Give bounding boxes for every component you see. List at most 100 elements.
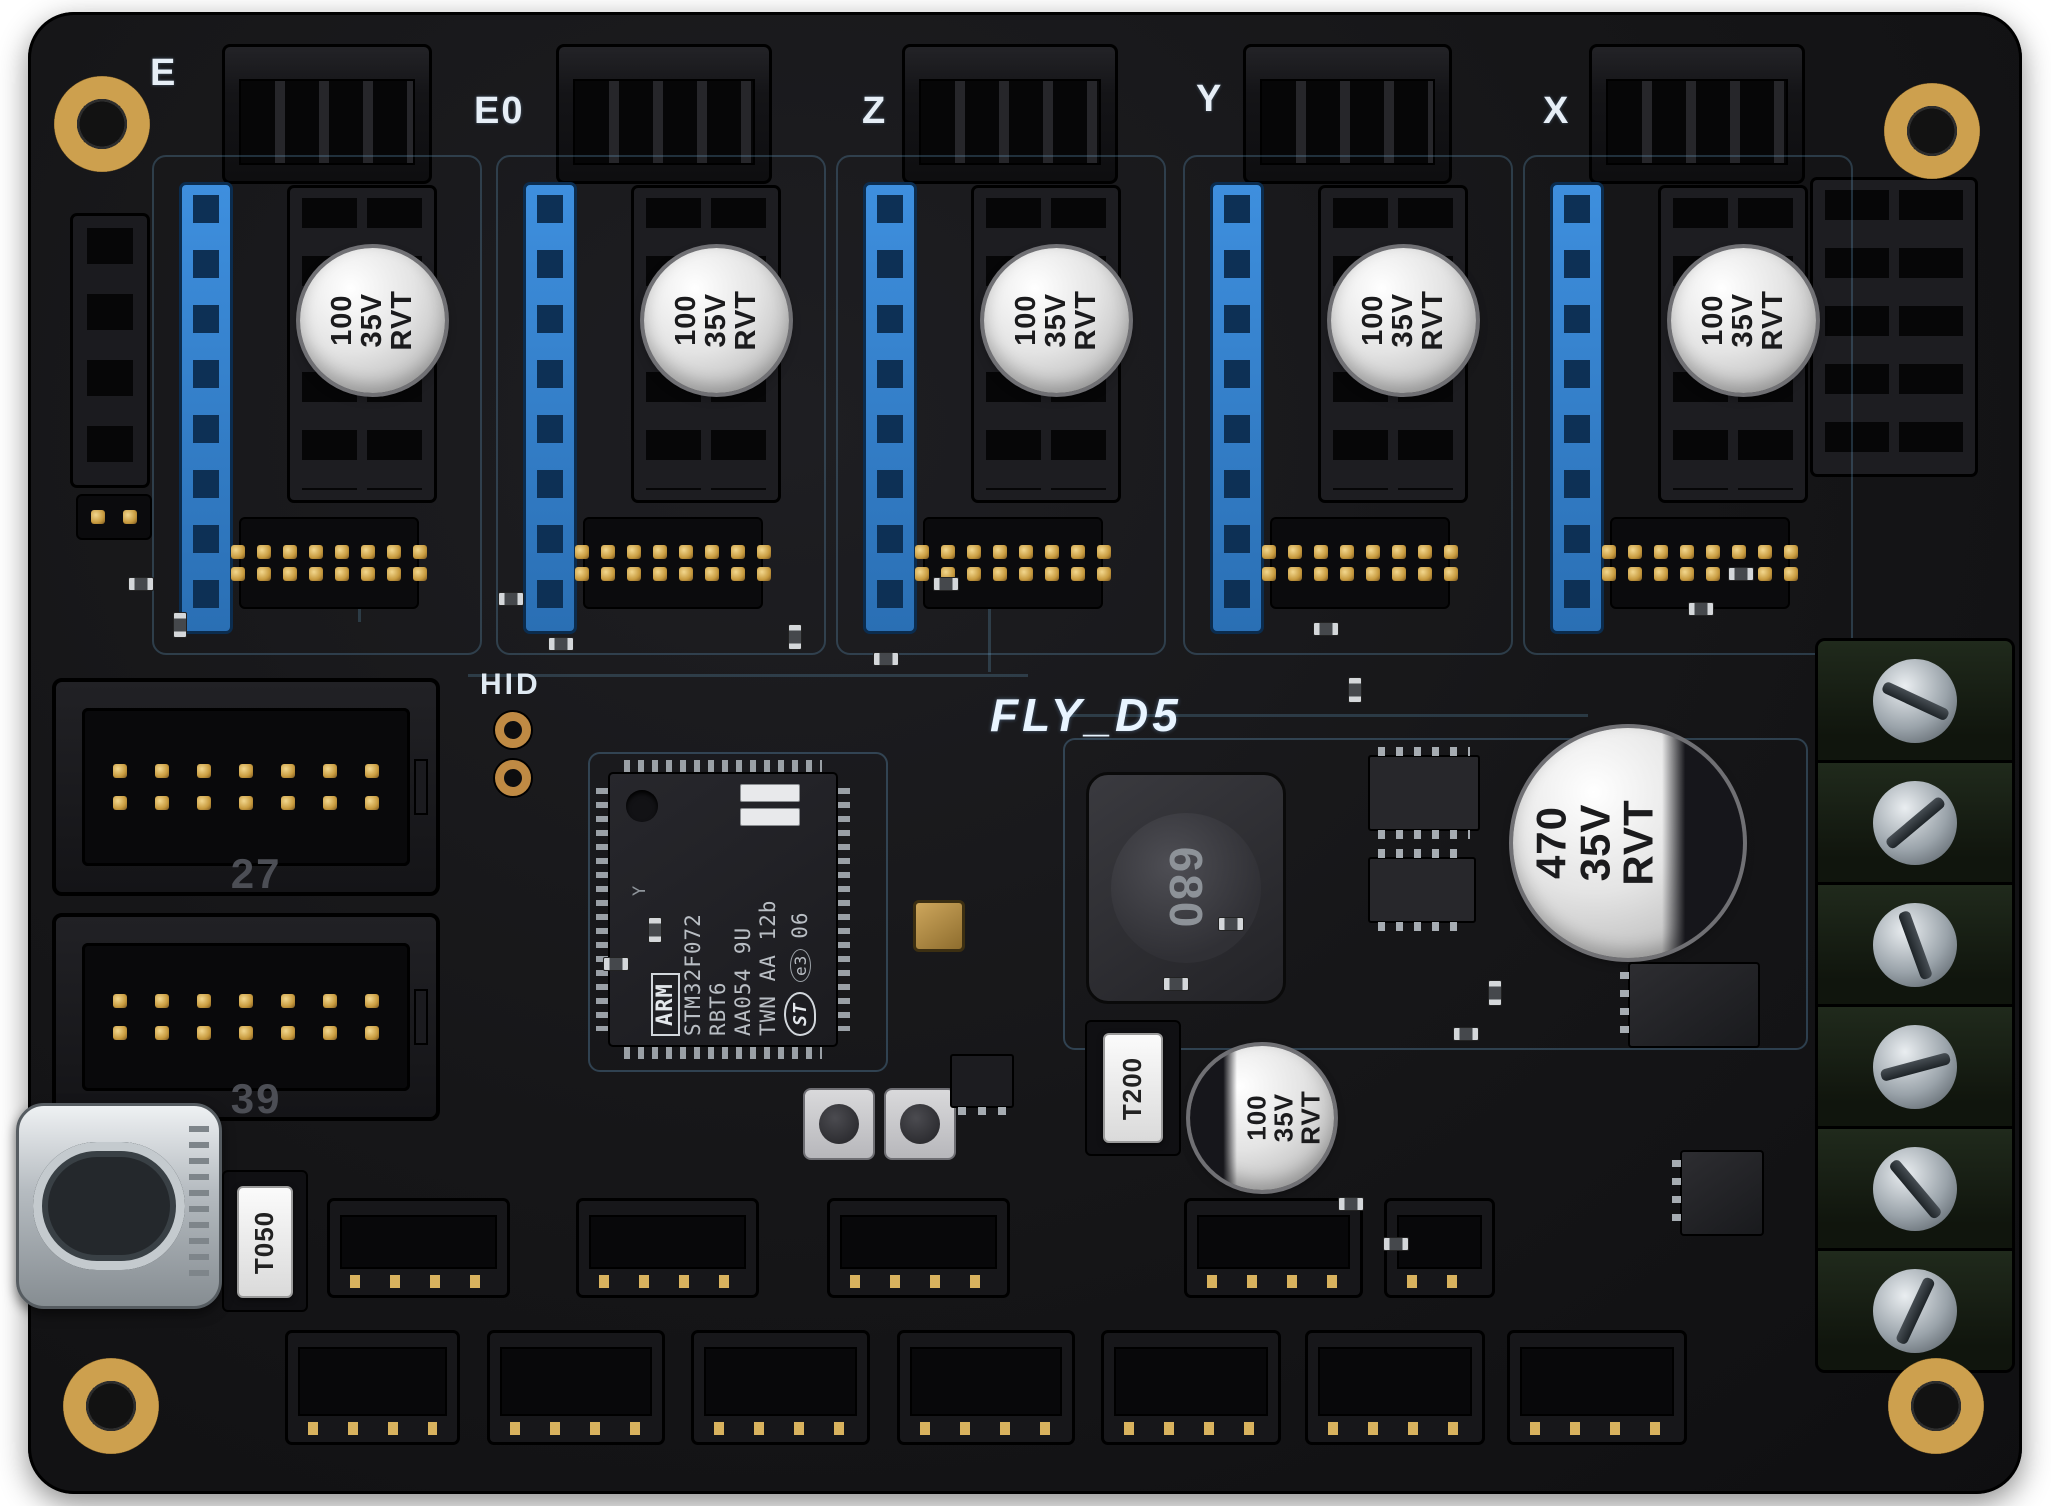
gold-pin xyxy=(413,567,427,581)
gold-pin xyxy=(1784,567,1798,581)
gold-pin xyxy=(679,545,693,559)
gold-pin xyxy=(1019,567,1033,581)
idc-connector-39: 39 xyxy=(52,913,440,1122)
pcb-trace xyxy=(1068,714,1588,717)
terminal-screw xyxy=(1873,1024,1957,1109)
gold-pin xyxy=(1097,545,1111,559)
cap-label-line: RVT xyxy=(1417,290,1450,351)
gold-pin xyxy=(1444,545,1458,559)
gold-pin xyxy=(705,545,719,559)
mounting-hole xyxy=(54,76,150,172)
capacitor-label: 100 35V RVT xyxy=(326,290,419,351)
cap-label-line: RVT xyxy=(386,290,419,351)
driver-socket-blue xyxy=(1210,182,1264,634)
jst-connector xyxy=(827,1198,1010,1298)
gold-pin xyxy=(1366,545,1380,559)
smd-component xyxy=(1218,917,1244,931)
silkscreen-label-y: Y xyxy=(1196,78,1224,120)
jst-connector xyxy=(487,1330,665,1445)
gold-pin xyxy=(281,796,295,810)
cap-label-line: RVT xyxy=(1614,799,1662,887)
smd-component xyxy=(648,917,662,943)
gold-pin xyxy=(257,567,271,581)
mosfet xyxy=(1620,962,1760,1048)
idc-cavity xyxy=(82,708,410,866)
gold-pin xyxy=(1071,545,1085,559)
mcu-lot-line: TWN AA 12b xyxy=(756,899,780,1036)
smd-component xyxy=(873,652,899,666)
gold-pin xyxy=(1071,567,1085,581)
gold-pin xyxy=(1784,545,1798,559)
capacitor-label: 100 35V RVT xyxy=(1697,290,1790,351)
electrolytic-capacitor: 100 35V RVT xyxy=(644,248,789,393)
gold-pin xyxy=(155,1026,169,1040)
gold-pin xyxy=(281,994,295,1008)
gold-pin xyxy=(365,796,379,810)
gold-pin xyxy=(757,545,771,559)
cap-label-line: 35V xyxy=(356,293,389,348)
smd-component xyxy=(740,784,800,802)
electrolytic-capacitor: 100 35V RVT xyxy=(1671,248,1816,393)
gold-pin xyxy=(155,994,169,1008)
capacitor-label: 100 35V RVT xyxy=(670,290,763,351)
capacitor-label: 100 35V RVT xyxy=(1010,290,1103,351)
gold-pin xyxy=(281,764,295,778)
electrolytic-capacitor: 100 35V RVT xyxy=(984,248,1129,393)
cap-label-line: RVT xyxy=(1070,290,1103,351)
gold-pin xyxy=(91,510,105,524)
cap-label-line: 35V xyxy=(1040,293,1073,348)
smd-component xyxy=(1453,1027,1479,1041)
arm-logo: ARM xyxy=(651,972,680,1036)
gold-pin xyxy=(113,796,127,810)
gold-pin xyxy=(1392,567,1406,581)
gold-pin xyxy=(323,1026,337,1040)
gold-pin xyxy=(1444,567,1458,581)
gold-pin xyxy=(231,545,245,559)
gold-pin xyxy=(239,764,253,778)
stepper-driver-slot-x: 100 35V RVT xyxy=(1523,155,1853,655)
gold-pin xyxy=(323,796,337,810)
terminal-cell xyxy=(1818,1251,2012,1370)
gold-pin xyxy=(113,764,127,778)
aux-capacitor: 100 35V RVT xyxy=(1190,1046,1334,1190)
left-edge-connector xyxy=(70,213,150,488)
silkscreen-outline-mcu xyxy=(588,752,888,1072)
cap-label-line: 35V xyxy=(1268,1093,1299,1143)
mcu-logo-row: ST e3 06 xyxy=(784,911,816,1036)
idc-key-notch xyxy=(414,989,428,1045)
idc-pins xyxy=(103,754,389,820)
st-logo: ST xyxy=(784,991,816,1036)
gold-pin xyxy=(915,567,929,581)
gold-pin xyxy=(387,567,401,581)
gold-pin xyxy=(1314,567,1328,581)
gold-pin xyxy=(113,1026,127,1040)
gold-pin xyxy=(653,567,667,581)
terminal-cell xyxy=(1818,763,2012,885)
silkscreen-label-x: X xyxy=(1543,90,1571,132)
smd-component xyxy=(498,592,524,606)
capacitor-label: 100 35V RVT xyxy=(1241,1091,1325,1146)
bulk-capacitor: 470 35V RVT xyxy=(1513,728,1743,958)
oscillator xyxy=(913,900,965,952)
gold-pin xyxy=(361,567,375,581)
connector-pin-slots xyxy=(573,79,755,165)
cap-label-line: 100 xyxy=(1357,294,1390,347)
through-hole-pad xyxy=(495,712,531,748)
tact-switch xyxy=(884,1088,956,1160)
capacitor-polarity-stripe xyxy=(1662,728,1743,958)
motor-connector-e0 xyxy=(556,44,772,184)
rohs-mark: e3 xyxy=(789,948,811,982)
gold-pin xyxy=(365,1026,379,1040)
smd-component xyxy=(173,612,187,638)
cap-label-line: RVT xyxy=(1757,290,1790,351)
jst-connector xyxy=(897,1330,1075,1445)
cap-label-line: 35V xyxy=(1387,293,1420,348)
cap-label-line: RVT xyxy=(730,290,763,351)
gold-pin xyxy=(1732,545,1746,559)
gold-pin xyxy=(197,994,211,1008)
jumper-2pin xyxy=(76,494,152,540)
mcu-pins-top xyxy=(624,760,822,772)
motor-connector-x xyxy=(1589,44,1805,184)
soic-chip xyxy=(1368,849,1476,931)
smd-component xyxy=(1688,602,1714,616)
